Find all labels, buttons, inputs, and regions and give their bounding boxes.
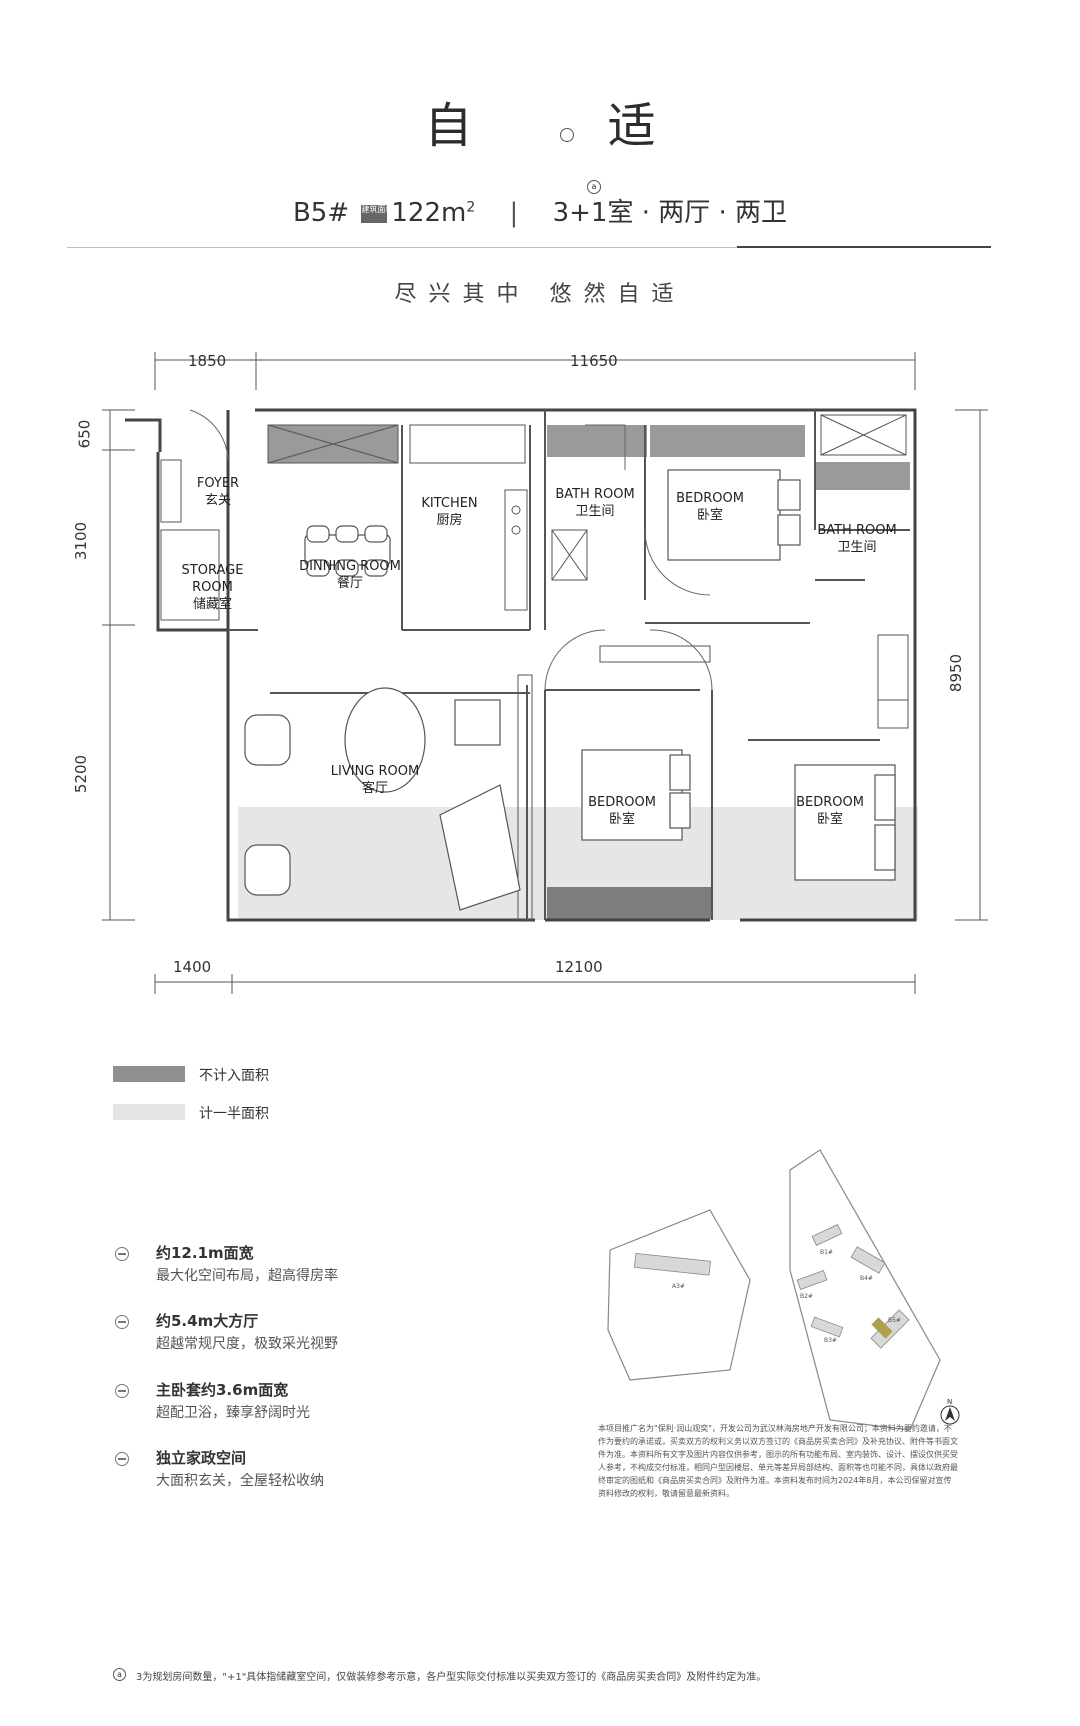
site-label-b5: B5# <box>888 1317 901 1324</box>
room-bath1-cn: 卫生间 <box>575 504 615 519</box>
room-bedroom-2: BEDROOM 卧室 <box>582 794 662 828</box>
room-bedroom-3: BEDROOM 卧室 <box>790 794 870 828</box>
feature-1-icon <box>115 1247 129 1261</box>
site-label-b1: B1# <box>820 1249 833 1256</box>
header-divider <box>67 247 991 248</box>
feature-2-title: 约5.4m大方厅 <box>156 1312 259 1330</box>
dim-left-3: 5200 <box>72 754 91 794</box>
layout-suffix: 室 · 两厅 · 两卫 <box>607 198 788 228</box>
site-map: A3# B1# B4# B2# B3# B5# N <box>607 1149 960 1430</box>
feature-3-icon <box>115 1384 129 1398</box>
room-bed2-cn: 卧室 <box>608 812 635 827</box>
room-storage-en: STORAGE ROOM <box>181 563 244 595</box>
feature-1-title: 约12.1m面宽 <box>156 1244 254 1262</box>
dim-bottom-left: 1400 <box>173 958 212 976</box>
room-kitchen-cn: 厨房 <box>436 513 463 528</box>
feature-2-icon <box>115 1315 129 1329</box>
dim-bottom-right: 12100 <box>555 958 603 976</box>
feature-2-sub: 超越常规尺度，极致采光视野 <box>156 1336 338 1352</box>
dim-right-total: 8950 <box>947 653 966 693</box>
layout-prefix: 3+1 <box>552 198 608 228</box>
dim-left-2: 3100 <box>72 521 91 561</box>
room-bath2-cn: 卫生间 <box>837 540 877 555</box>
room-bath-2: BATH ROOM 卫生间 <box>812 522 902 556</box>
footnote-mark: a <box>113 1668 126 1681</box>
area-value: 122m <box>391 198 467 228</box>
room-living-en: LIVING ROOM <box>330 764 420 779</box>
area-icon: 建筑面积 <box>361 204 393 223</box>
area-unit: 2 <box>466 199 476 216</box>
site-label-a3: A3# <box>672 1283 685 1290</box>
separator: | <box>509 198 519 228</box>
room-dining-en: DINNING ROOM <box>299 559 401 574</box>
feature-4-sub: 大面积玄关，全屋轻松收纳 <box>156 1473 324 1489</box>
room-bed3-en: BEDROOM <box>796 795 864 810</box>
slogan: 尽兴其中 悠然自适 <box>394 282 686 307</box>
dim-left-1: 650 <box>75 419 94 449</box>
north-compass-icon <box>940 1405 960 1425</box>
room-bedroom-1: BEDROOM 卧室 <box>670 490 750 524</box>
room-kitchen-en: KITCHEN <box>421 496 478 511</box>
dim-top-left: 1850 <box>188 352 227 370</box>
feature-3-title: 主卧套约3.6m面宽 <box>156 1381 289 1399</box>
feature-4-icon <box>115 1452 129 1466</box>
room-bed1-en: BEDROOM <box>676 491 744 506</box>
legend-swatch-half <box>113 1104 185 1120</box>
legend-swatch-excluded <box>113 1066 185 1082</box>
spec-line: B5# 建筑面积122m2 | 3+1室 · 两厅 · 两卫 <box>0 192 1080 229</box>
room-bath-1: BATH ROOM 卫生间 <box>550 486 640 520</box>
room-living-cn: 客厅 <box>361 781 388 796</box>
header-divider-accent <box>737 246 991 248</box>
page-title: 自 适 <box>424 98 716 154</box>
room-bed3-cn: 卧室 <box>816 812 843 827</box>
feature-4-title: 独立家政空间 <box>156 1449 247 1467</box>
feature-1-sub: 最大化空间布局，超高得房率 <box>156 1268 338 1284</box>
room-storage: STORAGE ROOM 储藏室 <box>160 562 265 613</box>
building-number: B5# <box>292 198 350 228</box>
room-foyer-cn: 玄关 <box>204 493 231 508</box>
dim-top-right: 11650 <box>570 352 618 370</box>
room-dining-cn: 餐厅 <box>336 576 363 591</box>
legend-label-half: 计一半面积 <box>199 1106 269 1122</box>
legend-label-excluded: 不计入面积 <box>199 1068 269 1084</box>
room-foyer: FOYER 玄关 <box>178 475 258 509</box>
annotation-mark: a <box>587 180 601 194</box>
room-living: LIVING ROOM 客厅 <box>330 763 420 797</box>
room-bed2-en: BEDROOM <box>588 795 656 810</box>
site-label-b3: B3# <box>824 1337 837 1344</box>
room-bath1-en: BATH ROOM <box>555 487 635 502</box>
title-ornament <box>560 128 574 142</box>
site-label-b2: B2# <box>800 1293 813 1300</box>
footnote: 3为规划房间数量，"+1"具体指储藏室空间，仅做装修参考示意，各户型实际交付标准… <box>136 1672 767 1683</box>
room-kitchen: KITCHEN 厨房 <box>412 495 487 529</box>
room-dining: DINNING ROOM 餐厅 <box>295 558 405 592</box>
north-label: N <box>947 1398 952 1406</box>
feature-3-sub: 超配卫浴，臻享舒阔时光 <box>156 1405 310 1421</box>
room-bed1-cn: 卧室 <box>696 508 723 523</box>
floor-plan <box>102 352 988 994</box>
room-foyer-en: FOYER <box>196 476 240 491</box>
room-bath2-en: BATH ROOM <box>817 523 897 538</box>
disclaimer: 本项目推广名为"保利·润山观奕"，开发公司为武汉林海房地产开发有限公司；本资料为… <box>598 1424 958 1498</box>
room-storage-cn: 储藏室 <box>192 597 232 612</box>
site-label-b4: B4# <box>860 1275 873 1282</box>
